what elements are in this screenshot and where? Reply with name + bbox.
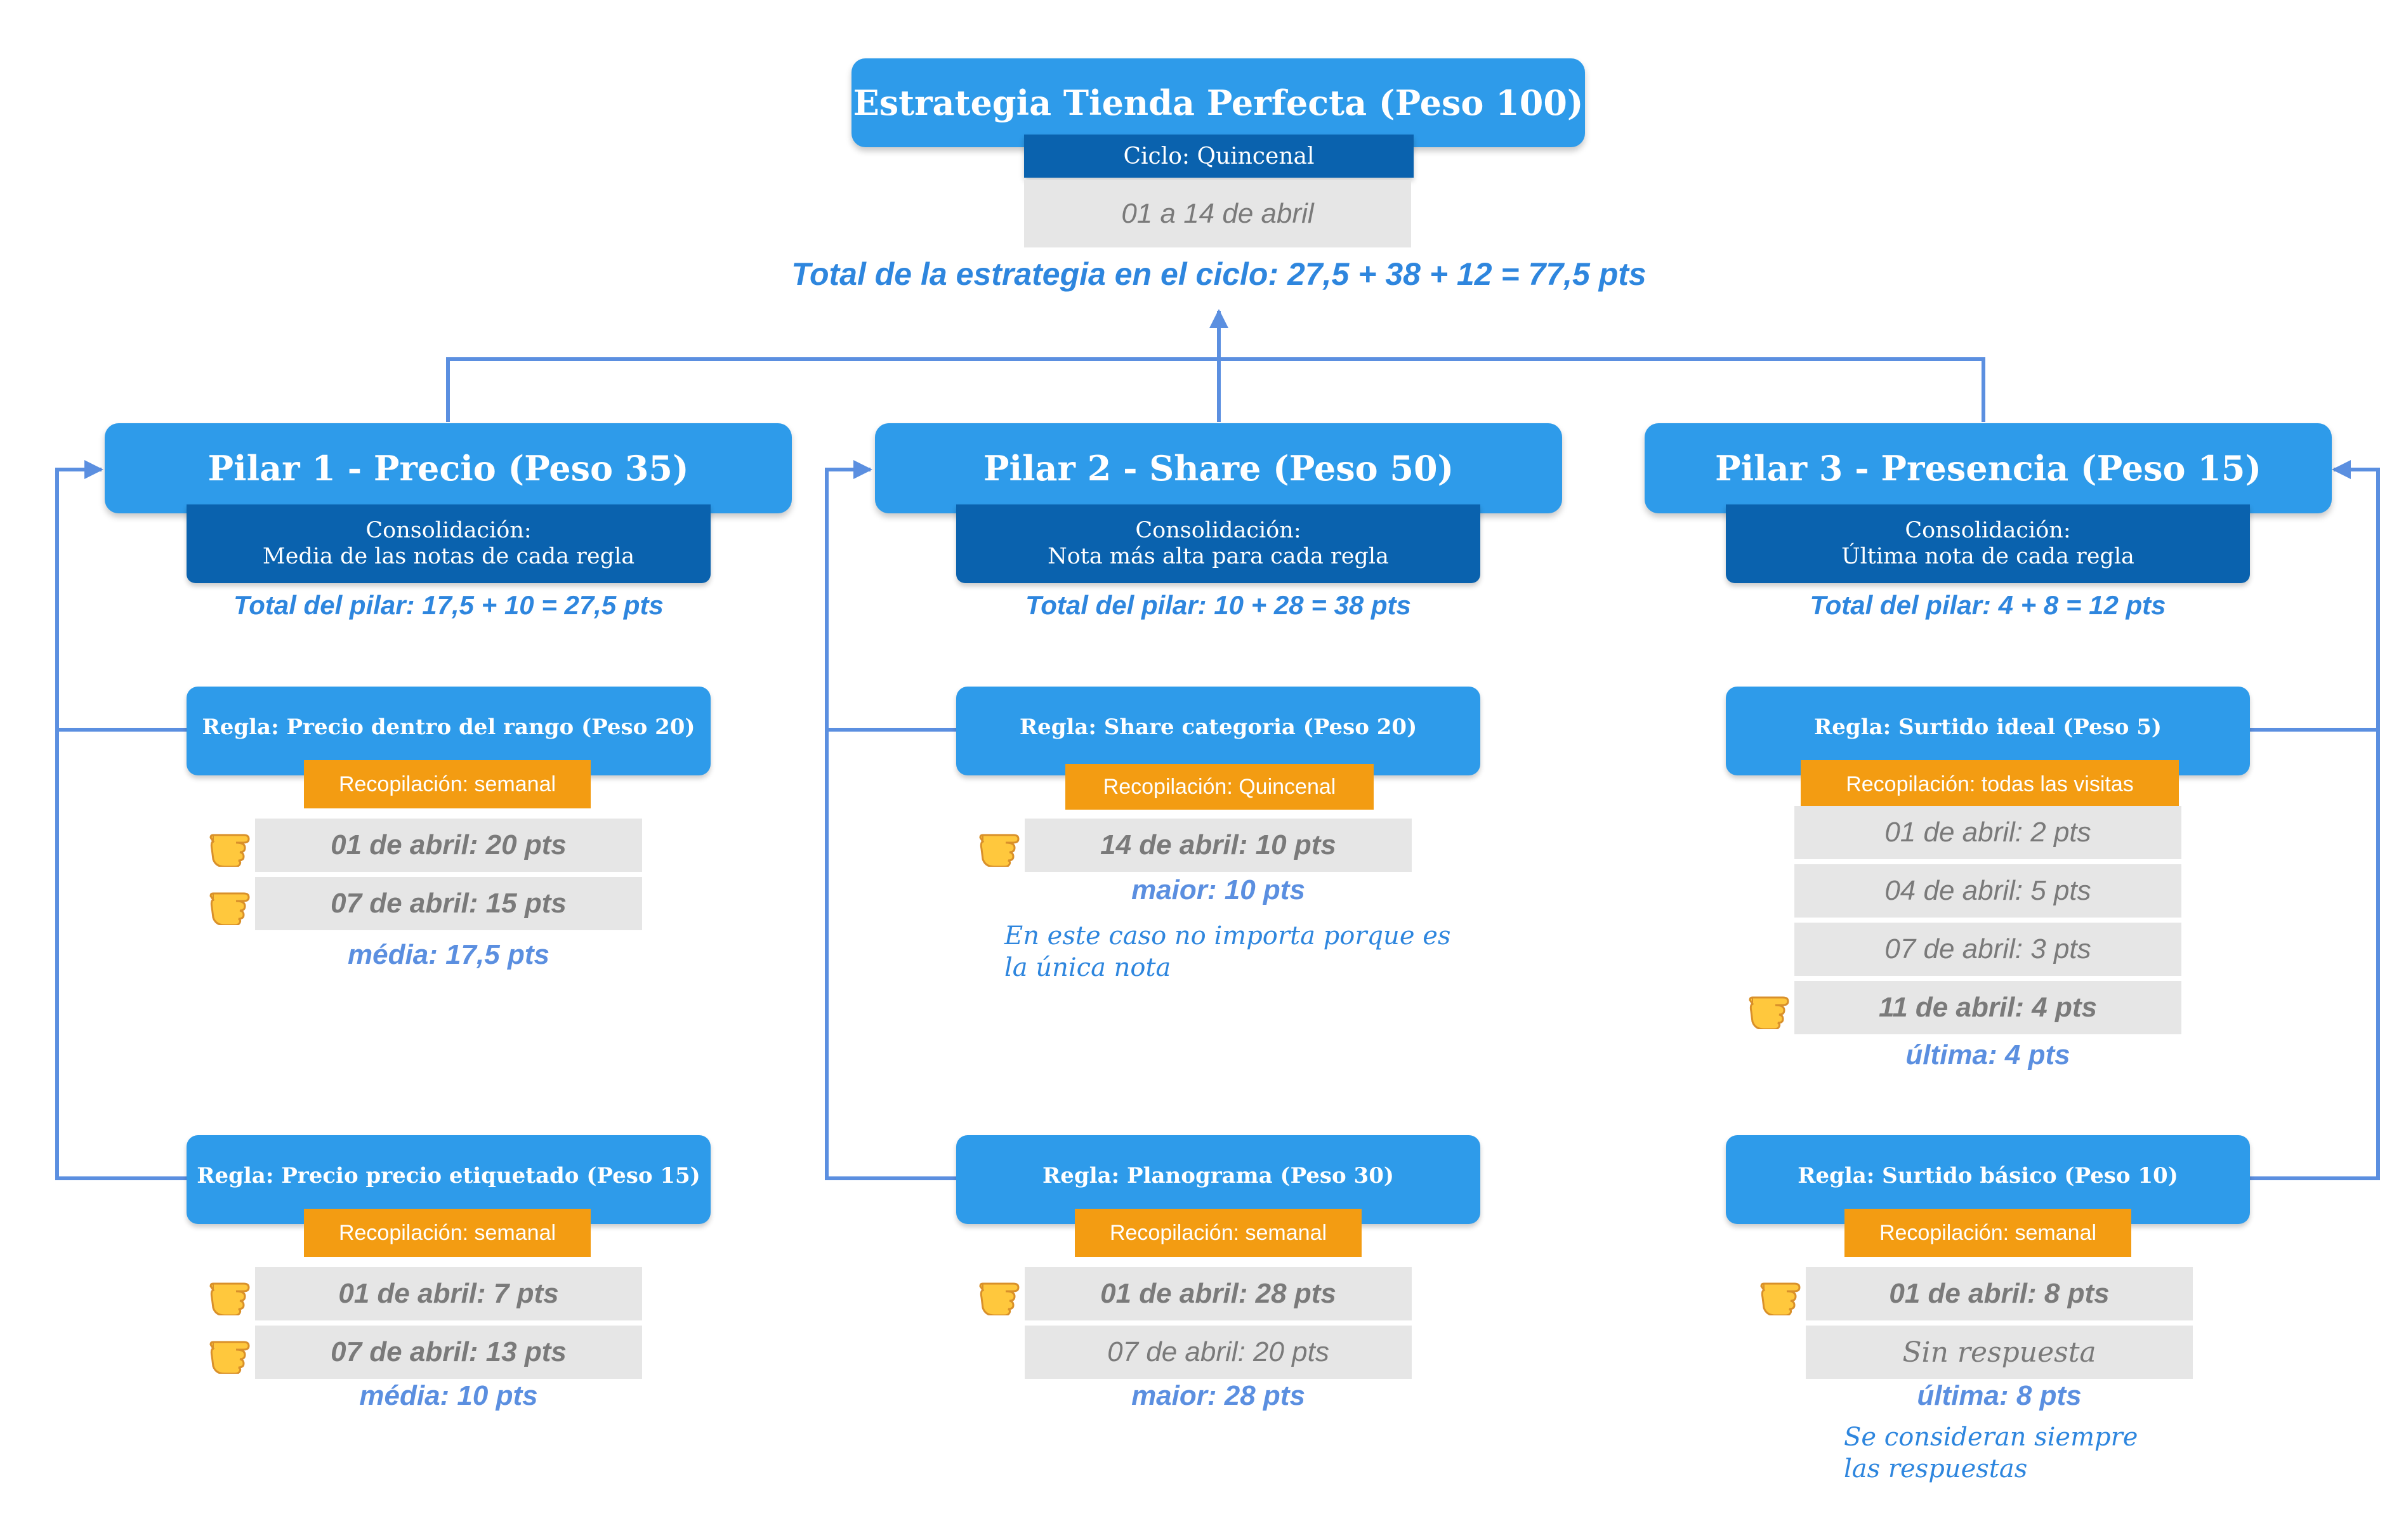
pillar-2-consolidation: Consolidación: Nota más alta para cada r…	[956, 504, 1480, 583]
pointing-hand-icon	[207, 824, 268, 868]
pillar-1-consolidation-label: Consolidación:	[365, 518, 532, 543]
pillar-2-rule-1: Regla: Share categoria (Peso 20)	[956, 687, 1480, 775]
pillar-1-consolidation-rule: Media de las notas de cada regla	[262, 544, 635, 569]
pillar-1-consolidation: Consolidación: Media de las notas de cad…	[187, 504, 711, 583]
pillar-3-rule-1-entry-1: 01 de abril: 2 pts	[1794, 806, 2181, 859]
pillar-2-rule-2-result: maior: 28 pts	[1131, 1380, 1305, 1411]
pillar-1-rule-2-collection: Recopilación: semanal	[304, 1209, 591, 1257]
pillar-3-rule-1-title: Regla: Surtido ideal (Peso 5)	[1814, 714, 2162, 740]
pillar-2-rule-1-note-line-1: En este caso no importa porque es	[1004, 921, 1451, 951]
connector-pillar-1-rules	[55, 460, 187, 732]
pillar-2-consolidation-rule: Nota más alta para cada regla	[1048, 544, 1389, 569]
pillar-3-rule-1-result: última: 4 pts	[1905, 1039, 2070, 1070]
pillar-1-rule-1-collection: Recopilación: semanal	[304, 760, 591, 808]
strategy-title-box: Estrategia Tienda Perfecta (Peso 100)	[851, 58, 1585, 147]
pillar-3-rule-1-entry-3: 07 de abril: 3 pts	[1794, 923, 2181, 976]
strategy-title: Estrategia Tienda Perfecta (Peso 100)	[853, 82, 1584, 123]
strategy-period: 01 a 14 de abril	[1024, 180, 1411, 247]
pillar-3-rule-2-note-line-1: Se consideran siempre	[1844, 1423, 2138, 1452]
pillar-3-total: Total del pilar: 4 + 8 = 12 pts	[1810, 590, 2166, 620]
pillar-1-rule-2-title: Regla: Precio precio etiquetado (Peso 15…	[197, 1163, 700, 1188]
pillar-1-rule-1-title: Regla: Precio dentro del rango (Peso 20)	[202, 714, 695, 740]
pointing-hand-icon	[1758, 1272, 1818, 1317]
pillar-1-rule-2-entry-1: 01 de abril: 7 pts	[255, 1267, 642, 1320]
pillar-3-rule-2-title: Regla: Surtido básico (Peso 10)	[1798, 1163, 2178, 1188]
pillar-1-rule-2-entry-2: 07 de abril: 13 pts	[255, 1326, 642, 1379]
pillar-3-consolidation: Consolidación: Última nota de cada regla	[1726, 504, 2250, 583]
connector-pillar-3-to-strategy	[1219, 357, 1985, 422]
pillar-1-rule-1: Regla: Precio dentro del rango (Peso 20)	[187, 687, 711, 775]
connector-pillar-1-to-strategy	[446, 357, 1219, 422]
pillar-2-rule-2-title: Regla: Planograma (Peso 30)	[1042, 1163, 1394, 1188]
pillar-1-rule-1-entry-2: 07 de abril: 15 pts	[255, 877, 642, 930]
pillar-3-rule-2-result: última: 8 pts	[1917, 1380, 2082, 1411]
pillar-3-rule-1-entry-2: 04 de abril: 5 pts	[1794, 864, 2181, 918]
pillar-2-rule-1-title: Regla: Share categoria (Peso 20)	[1019, 714, 1417, 740]
pointing-hand-icon	[207, 882, 268, 926]
pointing-hand-icon	[976, 824, 1037, 868]
pillar-1-rule-1-result: média: 17,5 pts	[348, 939, 549, 970]
pillar-2-rule-2-entry-2: 07 de abril: 20 pts	[1025, 1326, 1412, 1379]
pillar-2-rule-2-collection: Recopilación: semanal	[1075, 1209, 1362, 1257]
strategy-cycle-label: Ciclo: Quincenal	[1123, 143, 1315, 169]
pillar-2-title: Pilar 2 - Share (Peso 50)	[983, 448, 1454, 489]
pillar-1-total: Total del pilar: 17,5 + 10 = 27,5 pts	[233, 590, 664, 620]
connector-pillar-3-rules	[2249, 460, 2380, 732]
pillar-3-title: Pilar 3 - Presencia (Peso 15)	[1714, 448, 2262, 489]
pillar-1-title: Pilar 1 - Precio (Peso 35)	[207, 448, 689, 489]
pillar-2-consolidation-label: Consolidación:	[1135, 518, 1301, 543]
pillar-2-rule-1-collection: Recopilación: Quincenal	[1065, 764, 1374, 810]
connector-pillar-2-rules	[825, 460, 956, 732]
pillar-2-rule-1-result: maior: 10 pts	[1131, 874, 1305, 905]
pillar-1-rule-1-entry-1: 01 de abril: 20 pts	[255, 819, 642, 872]
pillar-3-rule-2-note-line-2: las respuestas	[1844, 1454, 2028, 1484]
strategy-total: Total de la estrategia en el ciclo: 27,5…	[791, 256, 1647, 292]
pillar-2-rule-1-note-line-2: la única nota	[1004, 953, 1171, 982]
pillar-2-rule-2-entry-1: 01 de abril: 28 pts	[1025, 1267, 1412, 1320]
pillar-1-title-box: Pilar 1 - Precio (Peso 35)	[105, 423, 792, 513]
pointing-hand-icon	[976, 1272, 1037, 1317]
pillar-3-rule-2-entry-1: 01 de abril: 8 pts	[1806, 1267, 2193, 1320]
pillar-2-rule-1-entry-1: 14 de abril: 10 pts	[1025, 819, 1412, 872]
pillar-3-rule-2-collection: Recopilación: semanal	[1844, 1209, 2131, 1257]
pillar-3-rule-1-entry-4: 11 de abril: 4 pts	[1794, 981, 2181, 1034]
pillar-3-consolidation-label: Consolidación:	[1905, 518, 2071, 543]
pointing-hand-icon	[207, 1331, 268, 1375]
pillar-1-rule-2-result: média: 10 pts	[359, 1380, 538, 1411]
pointing-hand-icon	[1746, 986, 1807, 1030]
pillar-3-rule-2-note: Se consideran siempre las respuestas	[1844, 1421, 2225, 1487]
pillar-3-consolidation-rule: Última nota de cada regla	[1841, 544, 2134, 569]
pillar-2-rule-1-note: En este caso no importa porque es la úni…	[1004, 920, 1487, 986]
pillar-2-title-box: Pilar 2 - Share (Peso 50)	[875, 423, 1562, 513]
pointing-hand-icon	[207, 1272, 268, 1317]
strategy-period-label: 01 a 14 de abril	[1121, 198, 1314, 229]
pillar-3-rule-1-collection: Recopilación: todas las visitas	[1801, 760, 2179, 808]
pillar-3-title-box: Pilar 3 - Presencia (Peso 15)	[1645, 423, 2332, 513]
pillar-2-total: Total del pilar: 10 + 28 = 38 pts	[1025, 590, 1411, 620]
pillar-3-rule-2-entry-2: Sin respuesta	[1806, 1326, 2193, 1379]
strategy-cycle: Ciclo: Quincenal	[1024, 135, 1414, 178]
